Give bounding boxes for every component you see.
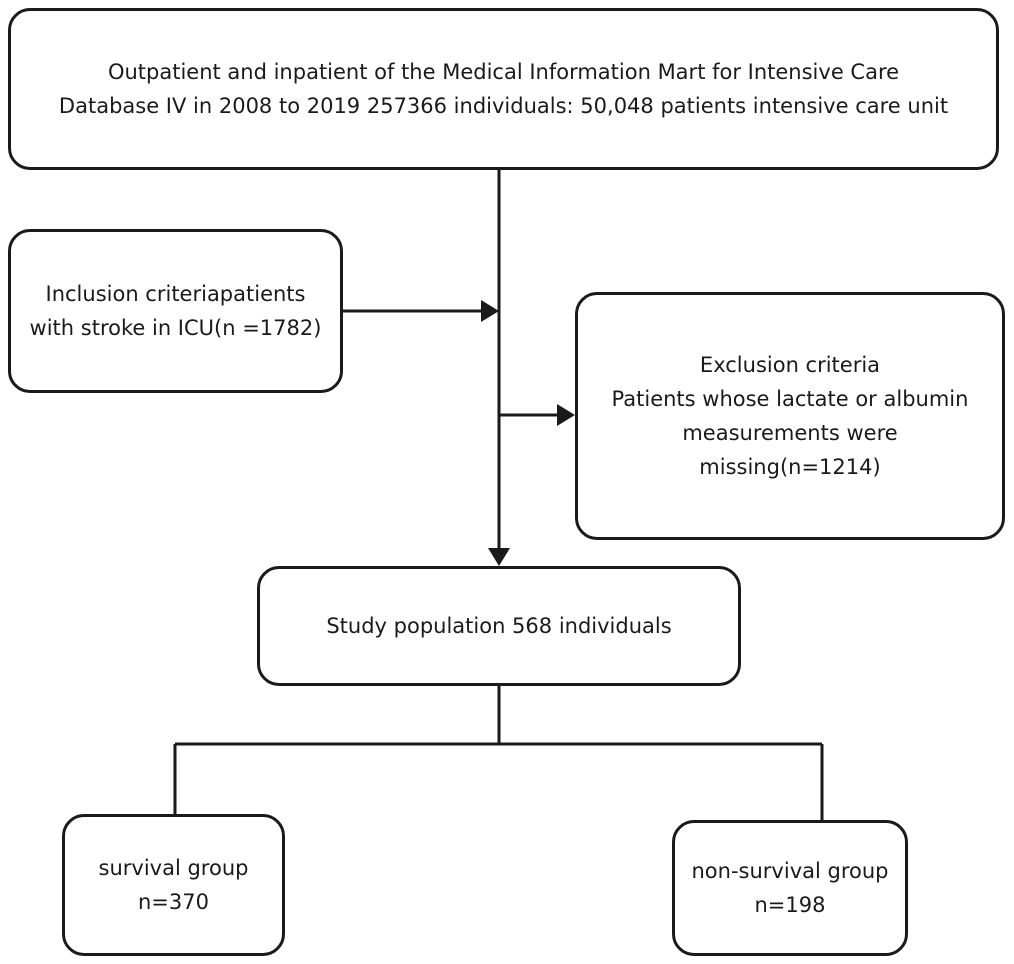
source-box: Outpatient and inpatient of the Medical …: [8, 8, 999, 170]
arrow-inclusion: [481, 300, 499, 322]
study-population-box: Study population 568 individuals: [257, 566, 741, 686]
exclusion-line-4: missing(n=1214): [699, 455, 881, 479]
source-line-2: Database IV in 2008 to 2019 257366 indiv…: [58, 94, 949, 118]
exclusion-line-2: Patients whose lactate or albumin: [611, 387, 969, 411]
arrow-to-study: [488, 548, 510, 566]
survival-group-box: survival group n=370: [62, 814, 285, 956]
survival-line-2: n=370: [138, 890, 209, 914]
non-survival-group-box: non-survival group n=198: [672, 820, 908, 956]
inclusion-line-1: Inclusion criteriapatients: [45, 282, 306, 306]
exclusion-box: Exclusion criteria Patients whose lactat…: [575, 292, 1005, 540]
exclusion-line-3: measurements were: [682, 421, 898, 445]
exclusion-line-1: Exclusion criteria: [699, 353, 881, 377]
non-survival-line-2: n=198: [754, 893, 826, 917]
source-line-1: Outpatient and inpatient of the Medical …: [107, 60, 900, 84]
study-line-1: Study population 568 individuals: [326, 614, 672, 638]
survival-line-1: survival group: [98, 856, 249, 880]
inclusion-line-2: with stroke in ICU(n =1782): [29, 316, 322, 340]
arrow-exclusion: [557, 404, 575, 426]
inclusion-box: Inclusion criteriapatients with stroke i…: [8, 229, 343, 393]
non-survival-line-1: non-survival group: [691, 859, 889, 883]
